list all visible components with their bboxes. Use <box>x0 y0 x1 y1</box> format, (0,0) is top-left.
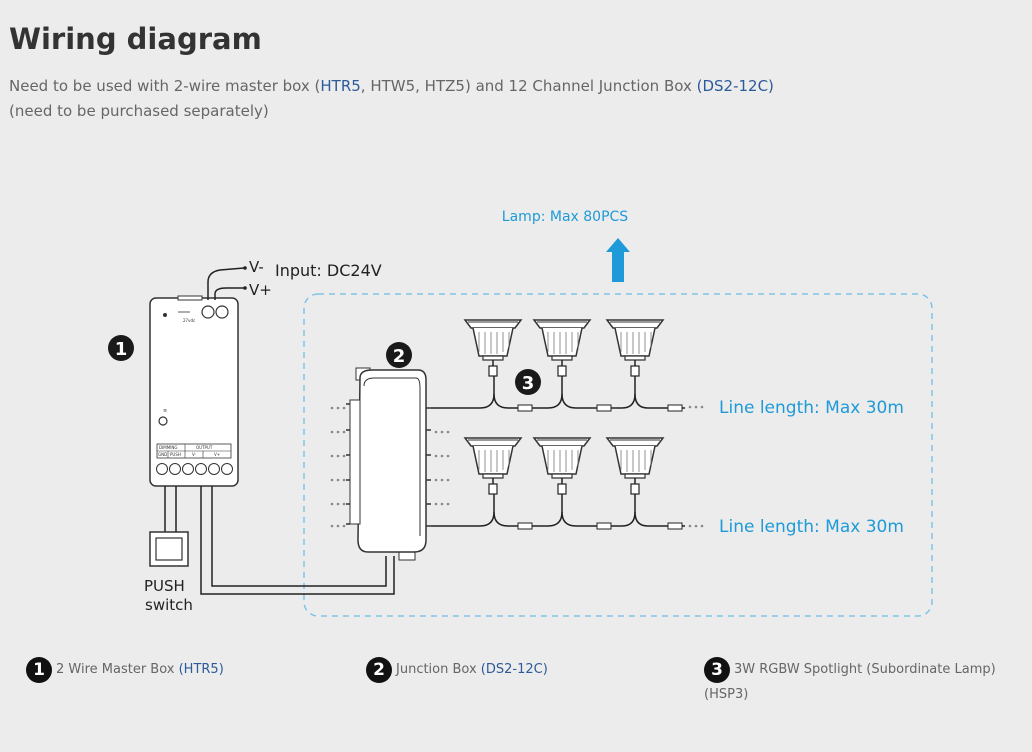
marker-3: 3 <box>515 369 541 395</box>
marker-3-number: 3 <box>522 373 535 394</box>
gnd-label: GND <box>158 452 167 457</box>
output-label: OUTPUT <box>196 445 213 450</box>
vminus-terminal-label: V- <box>192 452 197 457</box>
legend-item-2: 2 Junction Box (DS2-12C) <box>366 656 548 683</box>
lamp-area-border <box>303 293 933 617</box>
lamp-icon <box>606 319 664 377</box>
marker-2: 2 <box>386 342 412 368</box>
legend-badge-1: 1 <box>26 656 52 683</box>
marker-1-number: 1 <box>115 339 128 360</box>
legend-text-2: Junction Box <box>396 662 481 677</box>
legend-item-3: 3 3W RGBW Spotlight (Subordinate Lamp) (H… <box>704 656 1024 710</box>
v-minus-label: V- <box>249 258 264 276</box>
master-box-small-label: 27vdc <box>183 318 195 323</box>
legend-link-ds2-12c[interactable]: (DS2-12C) <box>480 662 548 677</box>
dimming-label: DIMMING <box>159 445 177 450</box>
up-arrow-icon <box>606 238 630 282</box>
intro-text: Need to be used with 2-wire master box (… <box>9 74 1009 124</box>
lamp-icon <box>464 319 522 377</box>
legend-item-1: 1 2 Wire Master Box (HTR5) <box>26 656 224 683</box>
intro-text-1: Need to be used with 2-wire master box ( <box>9 77 321 95</box>
intro-text-2: , HTW5, HTZ5) and 12 Channel Junction Bo… <box>360 77 697 95</box>
vplus-terminal-label: V+ <box>214 452 220 457</box>
legend-text-1: 2 Wire Master Box <box>56 662 179 677</box>
lamp-max-label: Lamp: Max 80PCS <box>502 209 628 225</box>
page-title: Wiring diagram <box>9 22 262 56</box>
legend-text-3: 3W RGBW Spotlight (Subordinate Lamp) <box>734 662 996 677</box>
htr5-link[interactable]: HTR5 <box>320 77 361 95</box>
legend-link-htr5[interactable]: (HTR5) <box>178 662 224 677</box>
line-length-label-2: Line length: Max 30m <box>719 517 904 537</box>
junction-box <box>346 367 431 561</box>
line-length-label-1: Line length: Max 30m <box>719 398 904 418</box>
switch-label: switch <box>145 596 193 614</box>
push-label: PUSH <box>144 577 185 595</box>
legend-text-3b: (HSP3) <box>704 687 749 702</box>
marker-2-number: 2 <box>393 346 406 367</box>
intro-text-line2: (need to be purchased separately) <box>9 102 269 120</box>
marker-1: 1 <box>108 335 134 361</box>
lamp-icon <box>533 437 591 495</box>
legend-badge-2: 2 <box>366 656 392 683</box>
input-label: Input: DC24V <box>275 261 382 280</box>
v-plus-label: V+ <box>249 281 272 299</box>
lamp-icon <box>464 437 522 495</box>
ds2-12c-link[interactable]: (DS2-12C) <box>696 77 774 95</box>
svg-text:≡: ≡ <box>163 408 167 414</box>
lamp-icon <box>606 437 664 495</box>
lamp-icon <box>533 319 591 377</box>
push-terminal-label: PUSH <box>170 452 181 457</box>
master-box: 27vdc ≡ DIMMING OUTPUT GND PUSH V- V+ <box>149 295 239 487</box>
legend-badge-3: 3 <box>704 656 730 683</box>
